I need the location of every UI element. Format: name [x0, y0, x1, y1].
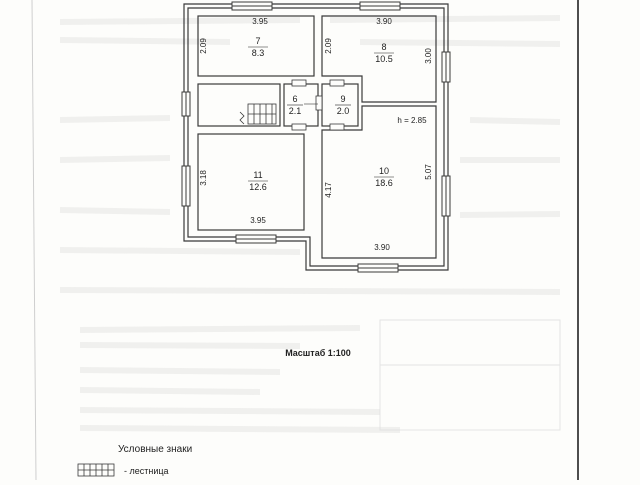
- room-number: 8: [381, 42, 386, 52]
- room-number: 10: [379, 166, 389, 176]
- room-8-label: 8 10.5: [374, 42, 394, 64]
- room-number: 9: [340, 94, 345, 104]
- stairs: [239, 103, 277, 125]
- room-number: 6: [292, 94, 297, 104]
- dim-r11-left: 3.18: [199, 170, 208, 186]
- room-area: 2.1: [289, 106, 302, 116]
- dim-r10-right: 5.07: [424, 164, 433, 180]
- room-area: 18.6: [375, 178, 393, 188]
- bleed-through-texture: [59, 15, 561, 433]
- dim-r8-left: 2.09: [324, 38, 333, 54]
- door-marks: [291, 79, 345, 131]
- room-9-label: 9 2.0: [335, 94, 351, 116]
- room-11-label: 11 12.6: [248, 170, 268, 192]
- room-area: 2.0: [337, 106, 350, 116]
- dim-r10-left: 4.17: [324, 182, 333, 198]
- room-area: 8.3: [252, 48, 265, 58]
- page-border-left: [31, 0, 37, 481]
- room-6-label: 6 2.1: [287, 94, 303, 116]
- dim-r10-bottom: 3.90: [374, 243, 390, 252]
- legend-stairs-label: - лестница: [124, 466, 169, 476]
- room-area: 10.5: [375, 54, 393, 64]
- scale-label: Масштаб 1:100: [285, 348, 351, 358]
- height-note: h = 2.85: [397, 116, 427, 125]
- dimension-labels: 3.95 2.09 3.90 2.09 3.00 h = 2.85 3.18 3…: [199, 17, 433, 252]
- room-number: 11: [253, 170, 262, 180]
- dim-r8-right: 3.00: [424, 48, 433, 64]
- room-7-label: 7 8.3: [248, 36, 268, 58]
- room-number: 7: [255, 36, 260, 46]
- dim-r8-top: 3.90: [376, 17, 392, 26]
- dim-r11-bottom: 3.95: [250, 216, 266, 225]
- bleed-through-box: [379, 319, 561, 431]
- dim-r7-top: 3.95: [252, 17, 268, 26]
- legend-stairs-symbol: [77, 463, 115, 477]
- legend-title: Условные знаки: [118, 444, 192, 455]
- room-area: 12.6: [249, 182, 267, 192]
- room-10-label: 10 18.6: [374, 166, 394, 188]
- dim-r7-left: 2.09: [199, 38, 208, 54]
- windows: [181, 1, 451, 273]
